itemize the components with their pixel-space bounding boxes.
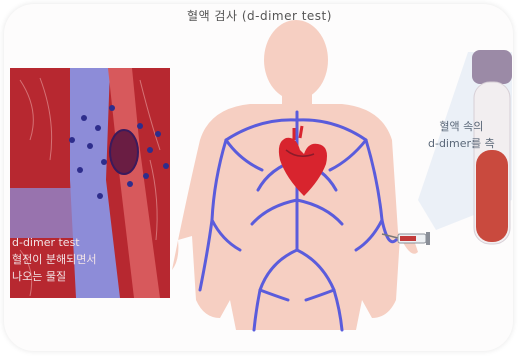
- tube-caption-line: 혈액 속의: [428, 118, 495, 135]
- inset-caption-line: 혈전이 분해되면서: [12, 251, 96, 268]
- tube-caption-line: d-dimer를 측: [428, 135, 495, 152]
- inset-caption: d-dimer test 혈전이 분해되면서 나오는 물질: [12, 234, 96, 285]
- inset-caption-line: 나오는 물질: [12, 268, 96, 285]
- tube-caption: 혈액 속의 d-dimer를 측: [428, 118, 495, 152]
- inset-caption-line: d-dimer test: [12, 234, 96, 251]
